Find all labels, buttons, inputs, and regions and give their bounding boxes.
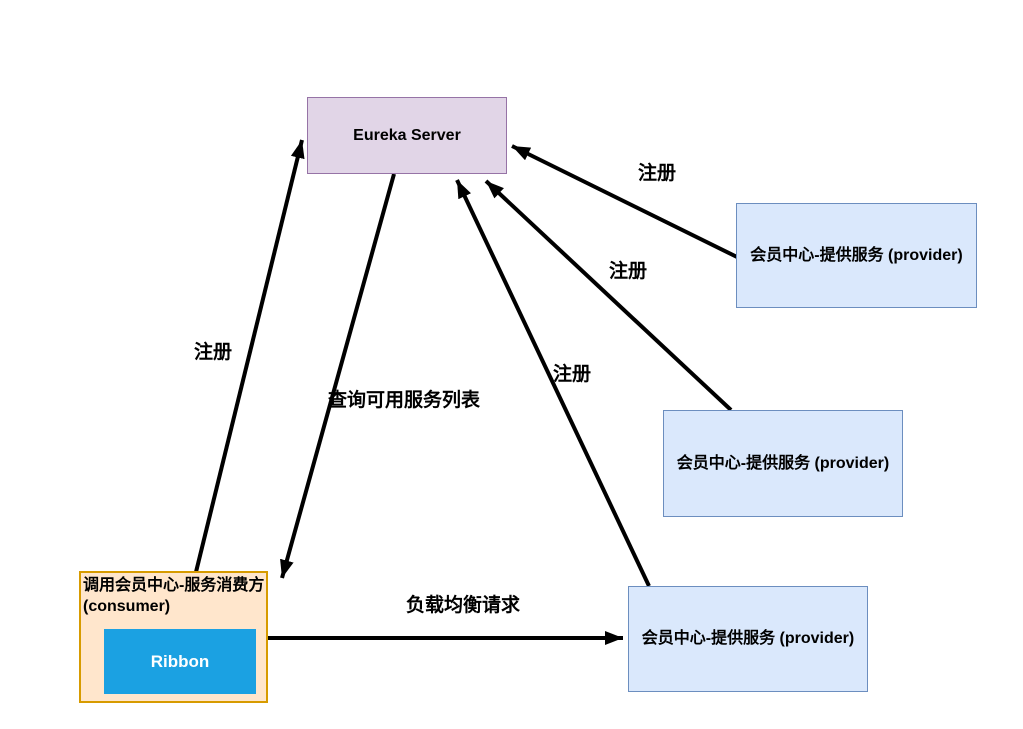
node-provider-1: 会员中心-提供服务 (provider) [736, 203, 977, 308]
edge-label-query-service-list: 查询可用服务列表 [328, 390, 481, 411]
node-provider-2: 会员中心-提供服务 (provider) [663, 410, 903, 517]
node-consumer: 调用会员中心-服务消费方 (consumer) Ribbon [79, 571, 268, 703]
edge-label-register-provider3: 注册 [553, 364, 592, 385]
edge-query-eureka-to-consumer [280, 173, 396, 579]
edge-label-register-provider1: 注册 [638, 163, 677, 184]
edge-register-provider1-to-eureka [511, 144, 738, 259]
node-ribbon: Ribbon [104, 629, 256, 694]
edge-label-load-balance-request: 负载均衡请求 [406, 595, 521, 616]
ribbon-label: Ribbon [150, 651, 210, 671]
provider-1-label: 会员中心-提供服务 (provider) [750, 246, 963, 264]
edge-label-register-consumer: 注册 [194, 342, 233, 363]
consumer-label: 调用会员中心-服务消费方 (consumer) [83, 577, 265, 615]
node-provider-3: 会员中心-提供服务 (provider) [628, 586, 868, 692]
provider-3-label: 会员中心-提供服务 (provider) [641, 630, 855, 647]
provider-2-label: 会员中心-提供服务 (provider) [676, 454, 890, 472]
eureka-server-label: Eureka Server [353, 126, 461, 144]
node-eureka-server: Eureka Server [307, 97, 507, 174]
edge-label-register-provider2: 注册 [609, 261, 648, 282]
edge-register-provider2-to-eureka [484, 179, 733, 412]
